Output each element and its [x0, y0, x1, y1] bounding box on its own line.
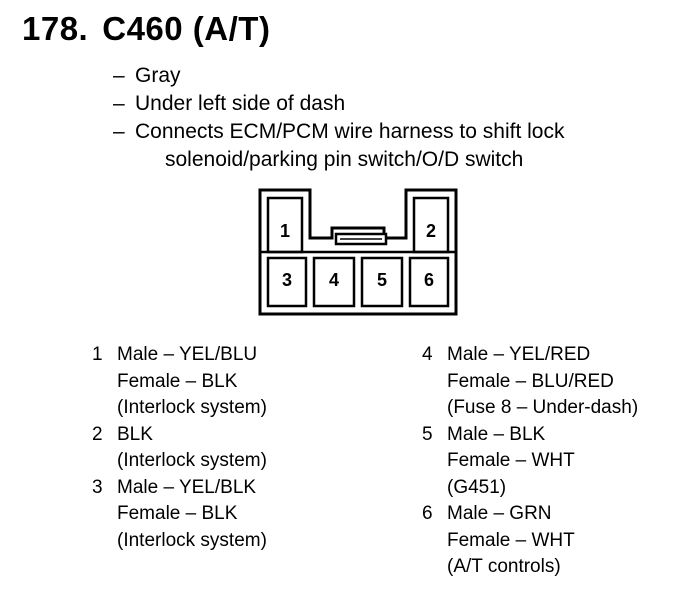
- cavity-label: 6: [424, 270, 434, 290]
- pin-detail: (Interlock system): [117, 450, 267, 471]
- pin-detail: BLK: [117, 423, 153, 445]
- cavity-label: 4: [329, 270, 339, 290]
- bullet-dash: –: [113, 64, 125, 87]
- cavity-box-6: [408, 256, 450, 308]
- pin-detail: (Fuse 8 – Under-dash): [447, 397, 639, 418]
- pin-entry: 6 Male – GRN Female – WHT (A/T controls): [422, 501, 688, 581]
- pin-detail: Male – YEL/BLK: [117, 476, 257, 498]
- pin-detail: (A/T controls): [447, 556, 561, 577]
- pin-number: 2: [92, 423, 103, 445]
- description-item: –Under left side of dash: [113, 90, 673, 118]
- connector-number: 178.: [22, 10, 89, 47]
- pin-detail: Female – BLK: [117, 370, 238, 392]
- pin-number: 3: [92, 476, 103, 498]
- bullet-dash: –: [113, 92, 125, 115]
- connector-description: –Gray –Under left side of dash –Connects…: [113, 62, 673, 174]
- pin-entry: 1 Male – YEL/BLU Female – BLK (Interlock…: [92, 342, 392, 422]
- pin-entry: 3 Male – YEL/BLK Female – BLK (Interlock…: [92, 475, 392, 555]
- cavity-label: 1: [280, 221, 290, 241]
- pin-number: 1: [92, 344, 103, 365]
- connector-id: C460 (A/T): [102, 10, 271, 47]
- description-continuation: solenoid/parking pin switch/O/D switch: [165, 148, 524, 171]
- pin-detail: Female – WHT: [447, 450, 575, 471]
- cavity-box-3: [266, 256, 308, 308]
- pin-number: 5: [422, 423, 433, 445]
- pin-detail: Male – GRN: [447, 503, 552, 524]
- description-item: –Gray: [113, 62, 673, 90]
- bullet-dash: –: [113, 120, 125, 143]
- cavity-box-5: [360, 256, 404, 308]
- pin-list-left: 1 Male – YEL/BLU Female – BLK (Interlock…: [92, 342, 392, 554]
- connector-face-diagram: 1 2 3 4 5 6: [258, 188, 458, 316]
- pin-detail: Male – BLK: [447, 423, 546, 445]
- pin-detail: (Interlock system): [117, 397, 267, 418]
- pin-detail: (G451): [447, 476, 507, 498]
- connector-heading: 178. C460 (A/T): [22, 10, 270, 48]
- pin-number: 4: [422, 344, 433, 365]
- pin-detail: Female – BLK: [117, 503, 238, 524]
- pin-entry: 5 Male – BLK Female – WHT (G451): [422, 422, 688, 502]
- description-item: –Connects ECM/PCM wire harness to shift …: [113, 118, 673, 146]
- cavity-box-4: [312, 256, 356, 308]
- cavity-label: 3: [282, 270, 292, 290]
- pin-detail: Male – YEL/BLU: [117, 344, 258, 365]
- pin-detail: Female – BLU/RED: [447, 370, 614, 392]
- cavity-label: 2: [426, 221, 436, 241]
- pin-detail: Female – WHT: [447, 529, 575, 551]
- pin-list-right: 4 Male – YEL/RED Female – BLU/RED (Fuse …: [422, 342, 688, 581]
- pin-entry: 2 BLK (Interlock system): [92, 422, 392, 475]
- pin-detail: (Interlock system): [117, 529, 267, 551]
- cavity-label: 5: [377, 270, 387, 290]
- pin-entry: 4 Male – YEL/RED Female – BLU/RED (Fuse …: [422, 342, 688, 422]
- pin-number: 6: [422, 503, 433, 524]
- pin-detail: Male – YEL/RED: [447, 344, 591, 365]
